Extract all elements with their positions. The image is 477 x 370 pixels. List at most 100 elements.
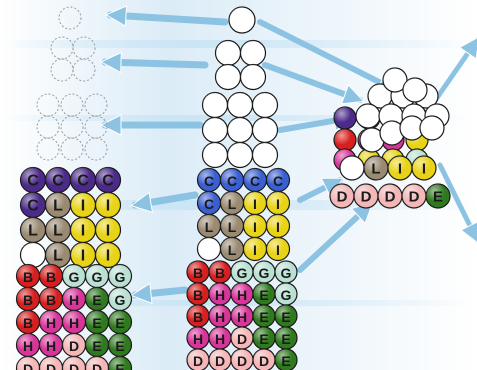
ball-label: H (46, 315, 56, 331)
arrow-head (129, 282, 153, 305)
ball-E: E (252, 304, 276, 328)
ball-B: B (38, 286, 64, 312)
ball-D: D (84, 355, 110, 370)
ball-label: B (23, 315, 33, 331)
empty-slot (58, 6, 82, 30)
ball-label: D (23, 361, 33, 370)
arrow-head (99, 51, 122, 74)
ball-label: E (281, 309, 290, 325)
ball-H: H (230, 304, 254, 328)
empty-slot (60, 137, 84, 161)
ball-label: E (281, 331, 290, 347)
arrow (101, 58, 209, 69)
ball-D: D (401, 183, 427, 209)
ball-label: E (259, 287, 268, 303)
ball-label: D (361, 189, 372, 206)
ball-label: B (46, 269, 56, 285)
ball-white (399, 115, 425, 141)
ball-label: G (281, 265, 292, 281)
ball-I: I (265, 236, 291, 262)
ball-label: C (27, 198, 39, 215)
ball-label: G (115, 269, 126, 285)
ball-white (402, 77, 428, 103)
ball-E: E (84, 286, 110, 312)
ball-white (201, 141, 229, 169)
arrow-head (458, 37, 477, 60)
ball-white (201, 91, 229, 119)
ball-H: H (230, 282, 254, 306)
ball-E: E (274, 304, 298, 328)
ball-label: H (237, 309, 247, 325)
ball-G: G (230, 260, 254, 284)
ball-label: E (115, 315, 124, 331)
ball-label: H (215, 331, 225, 347)
arrow (257, 19, 398, 93)
ball-G: G (84, 263, 110, 289)
ball-label: G (92, 269, 103, 285)
ball-white (201, 116, 229, 144)
ball-label: I (422, 161, 426, 178)
ball-G: G (107, 286, 133, 312)
ball-white (226, 141, 254, 169)
ball-label: E (259, 331, 268, 347)
ball-D: D (230, 326, 254, 350)
empty-slot (72, 36, 96, 60)
ball-H: H (38, 309, 64, 335)
empty-slot (60, 93, 84, 117)
ball-white (251, 116, 279, 144)
ball-label: C (102, 173, 114, 190)
arrow-head (129, 191, 154, 213)
ball-label: H (237, 287, 247, 303)
ball-label: C (52, 173, 64, 190)
ball-label: H (23, 338, 33, 354)
ball-label: D (385, 189, 396, 206)
ball-E: E (252, 282, 276, 306)
ball-B: B (15, 309, 41, 335)
ball-L: L (44, 191, 72, 219)
ball-G: G (252, 260, 276, 284)
ball-label: I (81, 198, 85, 215)
ball-D: D (252, 348, 276, 370)
ball-C: C (196, 190, 222, 216)
ball-label: E (281, 353, 290, 369)
ball-L: L (19, 216, 47, 244)
arrow (262, 62, 363, 103)
ball-white (214, 63, 242, 91)
ball-I: I (242, 236, 268, 262)
ball-label: I (253, 219, 257, 235)
ball-label: H (69, 315, 79, 331)
ball-label: C (250, 173, 260, 189)
ball-B: B (38, 263, 64, 289)
ball-C: C (219, 167, 245, 193)
ball-D: D (329, 183, 355, 209)
ball-L: L (363, 155, 389, 181)
ball-label: G (281, 287, 292, 303)
ball-H: H (208, 326, 232, 350)
ball-white (355, 103, 381, 129)
ball-E: E (107, 355, 133, 370)
ball-label: H (69, 292, 79, 308)
ball-H: H (208, 304, 232, 328)
ball-D: D (230, 348, 254, 370)
ball-H: H (186, 326, 210, 350)
ball-white (226, 91, 254, 119)
ball-label: E (115, 361, 124, 370)
ball-label: D (337, 189, 348, 206)
ball-I: I (69, 191, 97, 219)
ball-label: L (228, 196, 237, 212)
ball-label: D (215, 353, 225, 369)
arrow-head (99, 114, 122, 136)
ball-E: E (274, 326, 298, 350)
ball-white (196, 236, 222, 262)
ball-label: G (69, 269, 80, 285)
ball-H: H (208, 282, 232, 306)
ball-label: G (115, 292, 126, 308)
ball-label: I (398, 161, 402, 178)
ball-label: I (81, 248, 85, 265)
ball-I: I (242, 213, 268, 239)
ball-D: D (38, 355, 64, 370)
ball-E: E (84, 309, 110, 335)
ball-white (214, 39, 242, 67)
